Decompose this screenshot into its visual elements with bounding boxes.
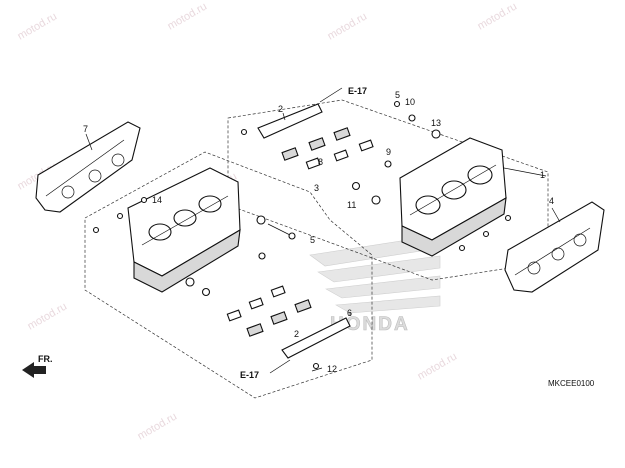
gasket-right xyxy=(504,201,605,293)
bolt-10-top xyxy=(408,114,416,122)
callout-10: 10 xyxy=(405,97,415,107)
watermark-text: motod.ru xyxy=(166,0,210,32)
watermark-text: motod.ru xyxy=(326,10,370,42)
assembly-frames xyxy=(84,99,549,399)
front-direction-indicator: FR. xyxy=(22,354,53,378)
callout-2-top: 2 xyxy=(278,104,283,114)
bolt-12-bottom xyxy=(312,362,320,370)
bolt-11-right xyxy=(351,181,361,191)
ref-e17-bottom: E-17 xyxy=(240,370,259,380)
callout-11: 11 xyxy=(347,200,356,210)
callout-2-bottom: 2 xyxy=(294,329,299,339)
callout-8: 8 xyxy=(318,157,323,167)
bolt-9-top xyxy=(384,160,392,168)
callout-9: 9 xyxy=(386,147,391,157)
ref-e17-top: E-17 xyxy=(348,86,367,96)
leader-lines xyxy=(85,87,561,374)
watermark-text: motod.ru xyxy=(136,410,180,442)
bolt-10-left xyxy=(288,232,296,240)
cylinder-head-left xyxy=(127,167,241,293)
seal-13-right xyxy=(371,195,381,205)
seal-rail-upper xyxy=(257,103,374,170)
watermark-text: motod.ru xyxy=(16,10,60,42)
seal-13-top xyxy=(431,129,441,139)
bolt-9-left xyxy=(258,252,266,260)
callout-3: 3 xyxy=(314,183,319,193)
watermark-text: motod.ru xyxy=(26,300,70,332)
callout-labels: E-17 E-17 1 2 2 3 4 5 5 6 7 8 9 10 11 12… xyxy=(83,86,554,380)
left-head-frame xyxy=(84,151,373,399)
callout-5-mid: 5 xyxy=(310,235,315,245)
direction-label: FR. xyxy=(38,354,53,364)
callout-14: 14 xyxy=(152,195,162,205)
diagram-code: MKCEE0100 xyxy=(548,379,595,388)
gasket-left-part-7 xyxy=(35,121,141,213)
pin-14-e xyxy=(458,244,466,252)
pin-14-a xyxy=(116,212,124,220)
bolt-12-top xyxy=(240,128,248,136)
callout-7: 7 xyxy=(83,124,88,134)
honda-wordmark: HONDA xyxy=(330,314,410,335)
callout-6: 6 xyxy=(347,308,352,318)
gasket-left xyxy=(35,121,141,213)
pin-14-d xyxy=(504,214,512,222)
watermark-text: motod.ru xyxy=(476,0,520,32)
callout-12: 12 xyxy=(327,364,337,374)
watermark-text: motod.ru xyxy=(416,350,460,382)
callout-4: 4 xyxy=(549,196,554,206)
callout-13: 13 xyxy=(431,118,441,128)
fasteners xyxy=(92,100,512,370)
pin-14-c xyxy=(92,226,100,234)
seal-13-left xyxy=(256,215,266,225)
front-arrow-icon xyxy=(22,362,46,378)
cylinder-head-right xyxy=(399,137,507,257)
bolt-11-bottom xyxy=(201,287,211,297)
callout-5-top: 5 xyxy=(395,90,400,100)
seal-rail-lower xyxy=(226,285,351,359)
pin-5-top xyxy=(393,100,401,108)
seal-13-bottom xyxy=(185,277,195,287)
gasket-right-part-4 xyxy=(504,201,605,293)
pin-14-b xyxy=(140,196,148,204)
callout-1: 1 xyxy=(540,170,545,180)
pin-14-f xyxy=(482,230,490,238)
right-head-frame xyxy=(227,99,549,281)
